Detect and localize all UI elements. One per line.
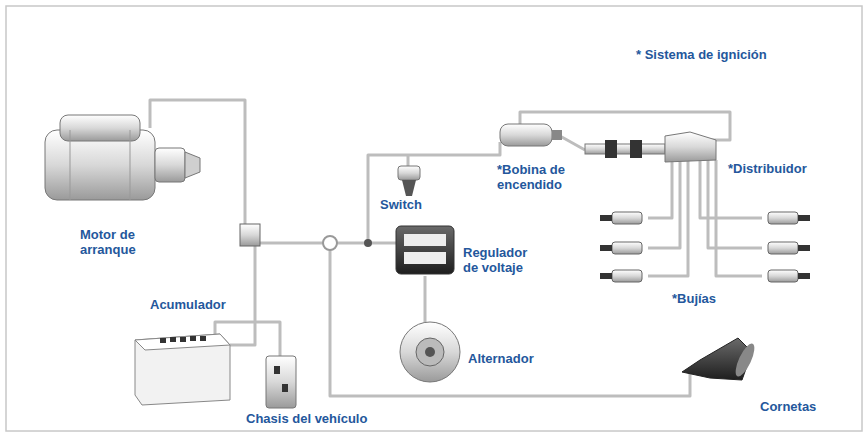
part-label: Switch: [380, 198, 422, 213]
starter-motor: [45, 115, 200, 200]
ignition-coil: [500, 124, 562, 146]
alternator: [400, 322, 460, 382]
distributor: [585, 132, 716, 162]
horn: [682, 338, 758, 380]
junction-dot: [364, 239, 372, 247]
relay: [240, 224, 260, 246]
part-label: Chasis del vehículo: [246, 412, 367, 427]
part-label: Motor de arranque: [80, 228, 162, 258]
part-label: *Distribuidor: [728, 162, 807, 177]
voltage-regulator: [396, 226, 454, 274]
frame: [6, 6, 862, 431]
ignition-switch: [398, 166, 420, 196]
plug-tips: [600, 215, 810, 279]
part-label: Cornetas: [760, 400, 816, 415]
spark-plugs: [612, 212, 798, 282]
part-label: Acumulador: [150, 298, 226, 313]
part-label: * Sistema de ignición: [636, 48, 767, 63]
chassis-ground: [266, 356, 296, 408]
part-label: Alternador: [468, 352, 534, 367]
junction: [323, 236, 337, 250]
battery: [135, 334, 230, 405]
wires: [150, 100, 762, 396]
part-label: *Bobina de encendido: [497, 163, 592, 193]
part-label: *Bujías: [672, 292, 716, 307]
part-label: Regulador de voltaje: [463, 246, 545, 276]
